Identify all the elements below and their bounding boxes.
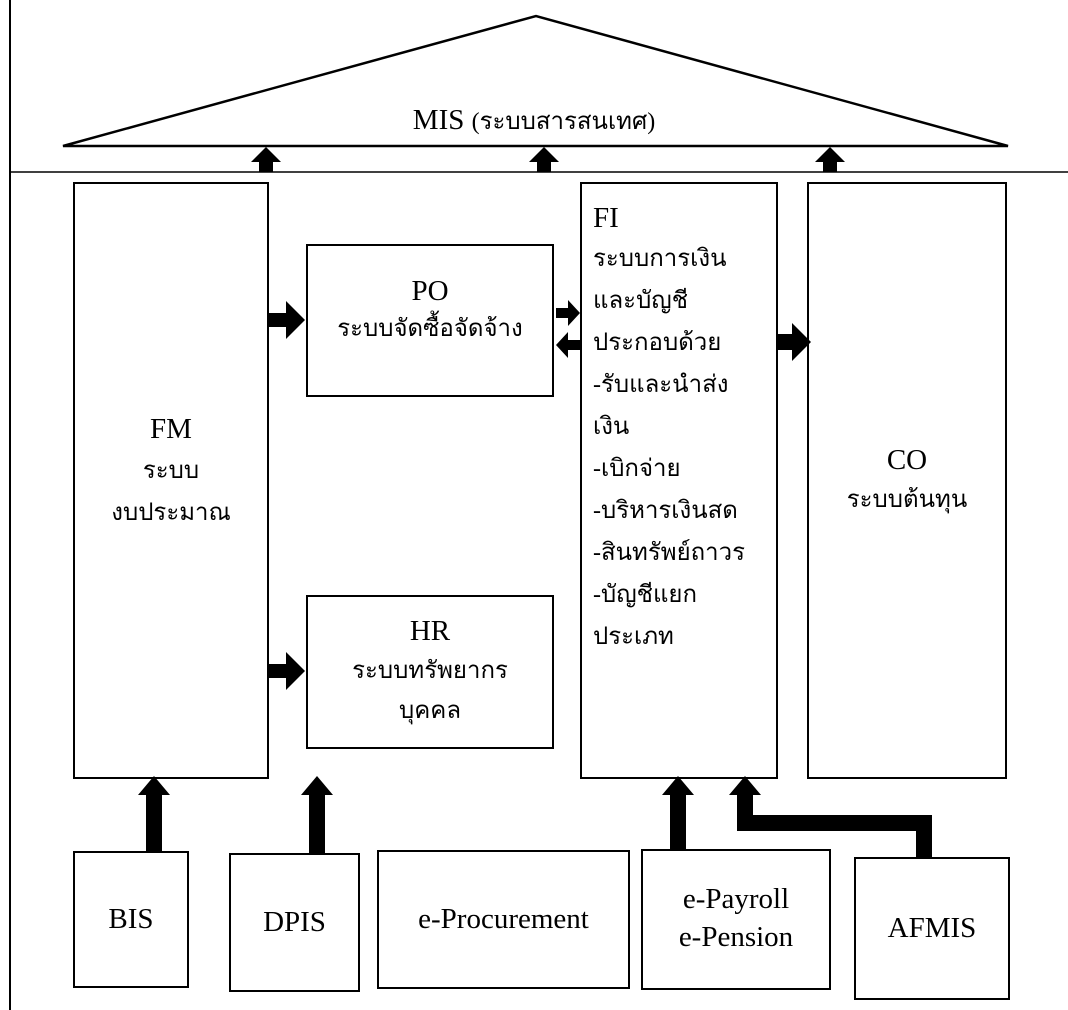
epayroll-label: e-Payroll [682, 883, 790, 915]
fm-line2: งบประมาณ [111, 500, 231, 526]
fi-desc-line: เงิน [593, 414, 630, 440]
arrow-po-to-mis [529, 147, 559, 172]
epayroll-epension-box [641, 849, 831, 990]
mis-roof-triangle [62, 14, 1009, 148]
fi-desc-line: ระบบการเงิน [593, 246, 727, 272]
bis-box [73, 851, 189, 988]
arrow-bis-to-fm [138, 776, 170, 852]
fm-box [73, 182, 269, 779]
arrow-fi-to-po [556, 332, 580, 358]
fm-abbr: FM [150, 413, 192, 445]
arrow-epayroll-to-fi [662, 776, 694, 850]
co-box [807, 182, 1007, 779]
afmis-label: AFMIS [887, 912, 977, 944]
arrow-fm-to-mis [251, 147, 281, 172]
arrow-fi-to-co [778, 323, 811, 361]
co-name: ระบบต้นทุน [846, 487, 968, 513]
po-box [306, 244, 554, 397]
fi-box [580, 182, 778, 779]
mis-name: (ระบบสารสนเทศ) [471, 109, 656, 135]
hr-line2: บุคคล [398, 698, 462, 724]
hr-abbr: HR [409, 615, 451, 647]
fi-label: FI ระบบการเงิน และบัญชี ประกอบด้วย -รับแ… [593, 198, 745, 658]
eprocurement-label: e-Procurement [418, 903, 589, 935]
arrow-fm-to-po [268, 301, 305, 339]
eprocurement-box [377, 850, 630, 989]
hr-line1: ระบบทรัพยากร [352, 658, 508, 684]
arrow-fi-to-mis [815, 147, 845, 172]
arrow-afmis-to-fi [729, 776, 932, 858]
fm-label: FM ระบบ งบประมาณ [73, 408, 269, 534]
fi-desc-line: ประกอบด้วย [593, 330, 722, 356]
hr-box [306, 595, 554, 749]
fi-desc-line: -บัญชีแยก [593, 582, 698, 608]
arrow-fm-to-hr [268, 652, 305, 690]
fi-desc-line: ประเภท [593, 624, 674, 650]
po-name: ระบบจัดซื้อจัดจ้าง [337, 316, 523, 342]
hr-label: HR ระบบทรัพยากร บุคคล [306, 611, 554, 731]
dpis-box [229, 853, 360, 992]
fi-desc-line: และบัญชี [593, 288, 689, 314]
co-abbr: CO [886, 444, 928, 476]
fm-line1: ระบบ [142, 458, 200, 484]
fi-desc-line: -สินทรัพย์ถาวร [593, 540, 746, 566]
afmis-box [854, 857, 1010, 1000]
mis-abbr: MIS [412, 104, 465, 136]
bis-label: BIS [108, 903, 154, 935]
co-label: CO ระบบต้นทุน [807, 440, 1007, 520]
epayroll-epension-label: e-Payroll e-Pension [641, 880, 831, 956]
po-abbr: PO [411, 275, 449, 307]
fi-desc-line: -รับและนำส่ง [593, 372, 729, 398]
arrow-po-to-fi [556, 300, 580, 326]
fi-desc-line: -บริหารเงินสด [593, 498, 738, 524]
epension-label: e-Pension [678, 921, 794, 953]
fi-desc-line: -เบิกจ่าย [593, 456, 681, 482]
arrow-dpis-to-hr [301, 776, 333, 855]
mis-label: MIS (ระบบสารสนเทศ) [0, 101, 1068, 140]
fi-abbr: FI [593, 202, 619, 234]
dpis-label: DPIS [263, 906, 326, 938]
po-label: PO ระบบจัดซื้อจัดจ้าง [306, 272, 554, 348]
